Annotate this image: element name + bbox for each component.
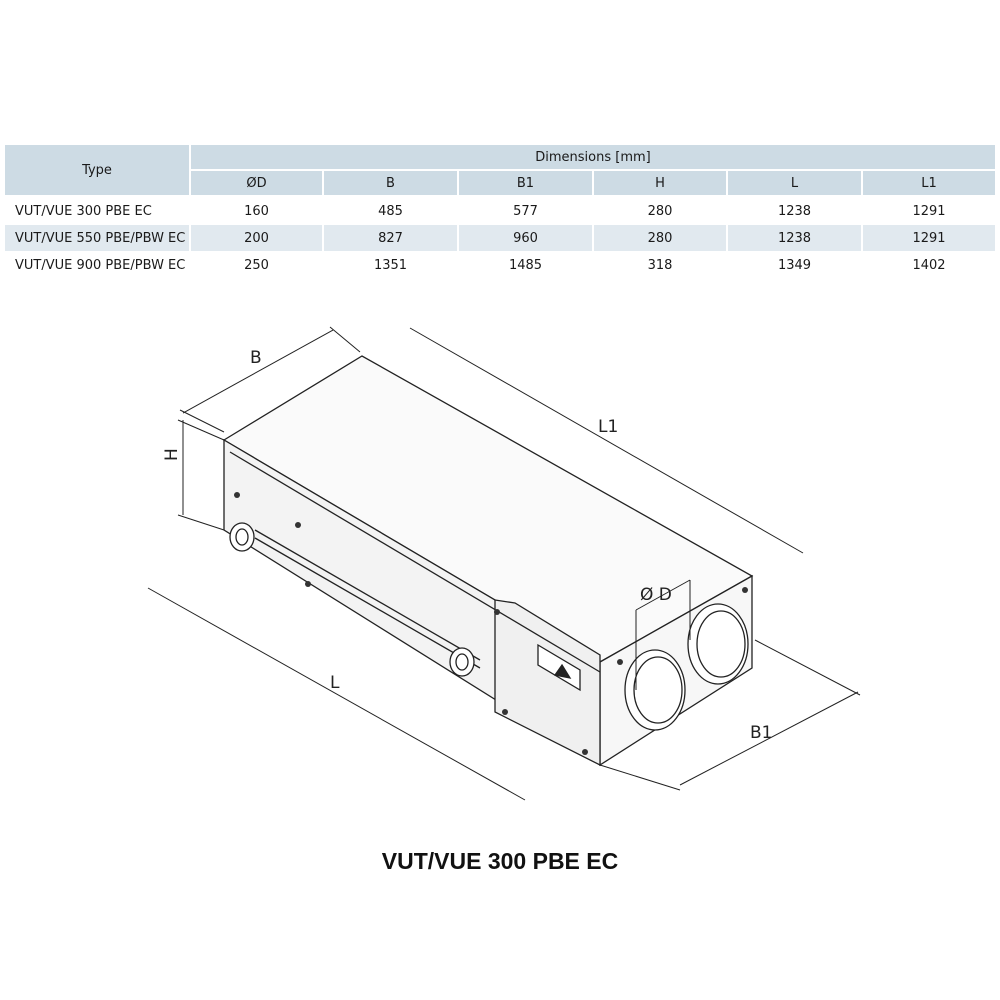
row-value: 250 — [244, 257, 269, 273]
dim-label-l: L — [330, 673, 340, 693]
dim-label-b: B — [250, 348, 262, 368]
row-value: 200 — [191, 225, 322, 251]
column-header: H — [594, 171, 726, 195]
row-value: 960 — [459, 225, 592, 251]
column-header: L1 — [863, 171, 995, 195]
column-header: B1 — [459, 171, 592, 195]
row-value: 1351 — [373, 257, 408, 273]
row-value: 827 — [324, 225, 457, 251]
row-value: 1238 — [777, 203, 812, 219]
dim-label-b1: B1 — [750, 723, 772, 743]
row-type: VUT/VUE 300 PBE EC — [15, 203, 152, 219]
row-value: 1402 — [912, 257, 946, 273]
row-type: VUT/VUE 550 PBE/PBW EC — [5, 225, 189, 251]
row-value: 577 — [513, 203, 538, 219]
dim-label-l1: L1 — [598, 417, 618, 437]
row-value: 1291 — [912, 203, 946, 219]
row-value: 1485 — [508, 257, 543, 273]
type-header: Type — [5, 145, 189, 195]
row-value: 318 — [647, 257, 673, 273]
row-value: 160 — [244, 203, 269, 219]
dim-label-h: H — [162, 448, 182, 461]
column-header: L — [728, 171, 861, 195]
row-type: VUT/VUE 900 PBE/PBW EC — [15, 257, 186, 273]
duct-main-1 — [624, 649, 686, 731]
row-value: 1349 — [777, 257, 812, 273]
row-value: 1238 — [728, 225, 861, 251]
dim-label-d: Ø D — [640, 585, 672, 605]
duct-left-2 — [449, 647, 475, 677]
column-header: ØD — [191, 171, 322, 195]
dimensions-header: Dimensions [mm] — [191, 145, 995, 169]
duct-main-2 — [687, 603, 749, 685]
row-value: 1291 — [863, 225, 995, 251]
row-value: 280 — [594, 225, 726, 251]
column-header: B — [324, 171, 457, 195]
electrical-box — [494, 599, 601, 767]
row-value: 485 — [378, 203, 403, 219]
row-value: 280 — [647, 203, 673, 219]
product-title: VUT/VUE 300 PBE EC — [381, 848, 619, 874]
duct-left-1 — [229, 522, 255, 552]
